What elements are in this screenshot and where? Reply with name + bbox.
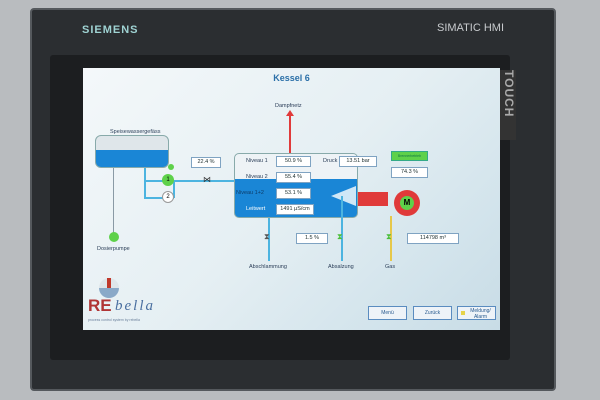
back-button[interactable]: Zurück — [413, 306, 452, 320]
pipe — [173, 180, 175, 198]
feed-pump-1[interactable]: 1 — [162, 174, 174, 186]
dosing-pump-icon[interactable] — [109, 232, 119, 242]
feed-valve-icon[interactable]: ⋈ — [203, 175, 211, 184]
conductivity-label: Leitwert — [246, 206, 266, 212]
feed-pump-2[interactable]: 2 — [162, 191, 174, 203]
rebella-logo-bar — [107, 278, 111, 288]
gas-value: 114798 m³ — [407, 233, 459, 244]
rebella-logo-icon — [99, 278, 119, 298]
hmi-screen: Kessel 6 Speisewassergefäss Dosierpumpe … — [83, 68, 500, 330]
touch-label: TOUCH — [498, 70, 516, 140]
pipe — [144, 197, 174, 199]
gas-valve-icon[interactable]: ⧗ — [386, 232, 392, 241]
logo-bella: bella — [115, 298, 155, 314]
pressure-value: 13.51 bar — [339, 156, 377, 167]
blowdown-valve-icon[interactable]: ⧗ — [264, 232, 270, 241]
logo-tagline: process control system by rebella — [88, 318, 140, 322]
gas-label: Gas — [385, 264, 396, 270]
dosing-line — [113, 168, 114, 234]
feedwater-tank — [95, 135, 169, 168]
steam-arrow-icon — [286, 110, 294, 116]
alarm-indicator-icon — [461, 311, 465, 315]
feedwater-tank-label: Speisewassergefäss — [110, 129, 161, 135]
burner-value: 74.3 % — [391, 167, 428, 178]
blowdown-label: Abschlammung — [249, 264, 287, 270]
pipe — [144, 180, 234, 182]
pipe — [144, 168, 146, 198]
burner-body — [358, 192, 388, 206]
steam-net-label: Dampfnetz — [275, 103, 302, 109]
flame-icon — [331, 186, 356, 206]
blowdown-pipe — [268, 218, 270, 261]
level12-label: Niveau 1+2 — [236, 190, 264, 196]
brand-logo: SIEMENS — [82, 24, 139, 36]
desalting-value: 1.5 % — [296, 233, 328, 244]
tank-status-icon — [168, 164, 174, 170]
level2-label: Niveau 2 — [246, 174, 268, 180]
page-title: Kessel 6 — [273, 73, 310, 83]
conductivity-value: 1491 µS/cm — [276, 204, 314, 215]
steam-pipe — [289, 112, 291, 154]
model-label: SIMATIC HMI — [437, 22, 505, 34]
menu-button[interactable]: Menü — [368, 306, 407, 320]
logo-re: RE — [88, 296, 112, 315]
dosing-pump-label: Dosierpumpe — [97, 246, 130, 252]
level12-value: 53.1 % — [276, 188, 311, 199]
alarm-button-label: Meldung/ Alarm — [470, 308, 491, 320]
level1-label: Niveau 1 — [246, 158, 268, 164]
level2-value: 55.4 % — [276, 172, 311, 183]
level1-value: 50.9 % — [276, 156, 311, 167]
desalting-pipe — [341, 196, 343, 261]
desalting-valve-icon[interactable]: ⧗ — [337, 232, 343, 241]
burner-status: Brennerbetrieb — [391, 151, 428, 161]
desalting-label: Absalzung — [328, 264, 354, 270]
gas-pipe — [390, 216, 392, 261]
pressure-label: Druck — [323, 158, 338, 164]
motor-icon[interactable]: M — [400, 196, 414, 210]
alarm-button[interactable]: Meldung/ Alarm — [457, 306, 496, 320]
feed-valve-value: 22.4 % — [191, 157, 221, 168]
